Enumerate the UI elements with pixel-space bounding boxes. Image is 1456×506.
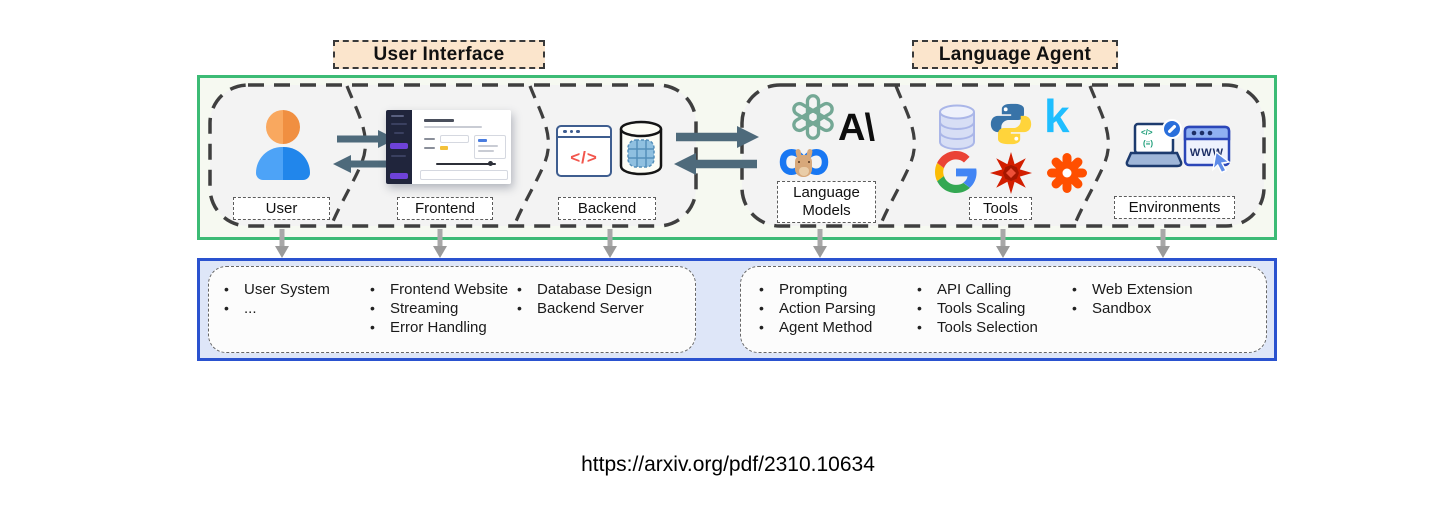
bullet-item: Action Parsing	[757, 299, 876, 318]
bullet-item: Prompting	[757, 280, 876, 299]
user-details-list: User System...	[222, 280, 330, 318]
wolfram-icon	[990, 152, 1032, 194]
bullet-item: Database Design	[515, 280, 652, 299]
frontend-details-list: Frontend WebsiteStreamingError Handling	[368, 280, 508, 337]
tools-label: Tools	[969, 197, 1032, 220]
kaggle-icon: k	[1044, 90, 1070, 142]
bullet-item: Sandbox	[1070, 299, 1193, 318]
python-icon	[990, 103, 1032, 145]
bullet-item: Web Extension	[1070, 280, 1193, 299]
llama-face	[795, 148, 813, 180]
code-window-icon: </>	[556, 125, 612, 177]
language-models-label: Language Models	[777, 181, 876, 223]
user-interface-header: User Interface	[333, 40, 545, 69]
anthropic-icon: A\	[838, 107, 875, 149]
frontend-label: Frontend	[397, 197, 493, 220]
source-url: https://arxiv.org/pdf/2310.10634	[581, 453, 875, 476]
screenshot-content	[412, 110, 511, 184]
bullet-item: User System	[222, 280, 330, 299]
www-browser-icon: WWW	[1183, 125, 1231, 174]
backend-details-list: Database DesignBackend Server	[515, 280, 652, 318]
bullet-item: Error Handling	[368, 318, 508, 337]
person-icon	[266, 110, 300, 144]
bullet-item: Frontend Website	[368, 280, 508, 299]
screenshot-sidebar	[386, 110, 412, 184]
environments-details-list: Web ExtensionSandbox	[1070, 280, 1193, 318]
bullet-item: Backend Server	[515, 299, 652, 318]
bullet-item: Tools Selection	[915, 318, 1038, 337]
database-icon	[619, 120, 663, 176]
laptop-code-icon: </> (≡)	[1125, 119, 1183, 168]
tools-details-list: API CallingTools ScalingTools Selection	[915, 280, 1038, 337]
laptop-code-glyph-2: (≡)	[1143, 139, 1153, 148]
laptop-code-glyph-1: </>	[1141, 128, 1153, 137]
app-screenshot	[386, 110, 511, 184]
google-icon	[935, 151, 977, 193]
bullet-item: API Calling	[915, 280, 1038, 299]
zapier-icon	[1047, 153, 1087, 193]
openai-icon	[792, 94, 834, 140]
language-agent-header: Language Agent	[912, 40, 1118, 69]
environments-label: Environments	[1114, 196, 1235, 219]
bullet-item: Streaming	[368, 299, 508, 318]
database-stack-icon	[939, 104, 975, 150]
meta-llama-icon	[775, 140, 833, 186]
bullet-item: Agent Method	[757, 318, 876, 337]
code-glyph: </>	[570, 148, 598, 167]
user-label: User	[233, 197, 330, 220]
bullet-item: Tools Scaling	[915, 299, 1038, 318]
backend-label: Backend	[558, 197, 656, 220]
bullet-item: ...	[222, 299, 330, 318]
language-models-details-list: PromptingAction ParsingAgent Method	[757, 280, 876, 337]
